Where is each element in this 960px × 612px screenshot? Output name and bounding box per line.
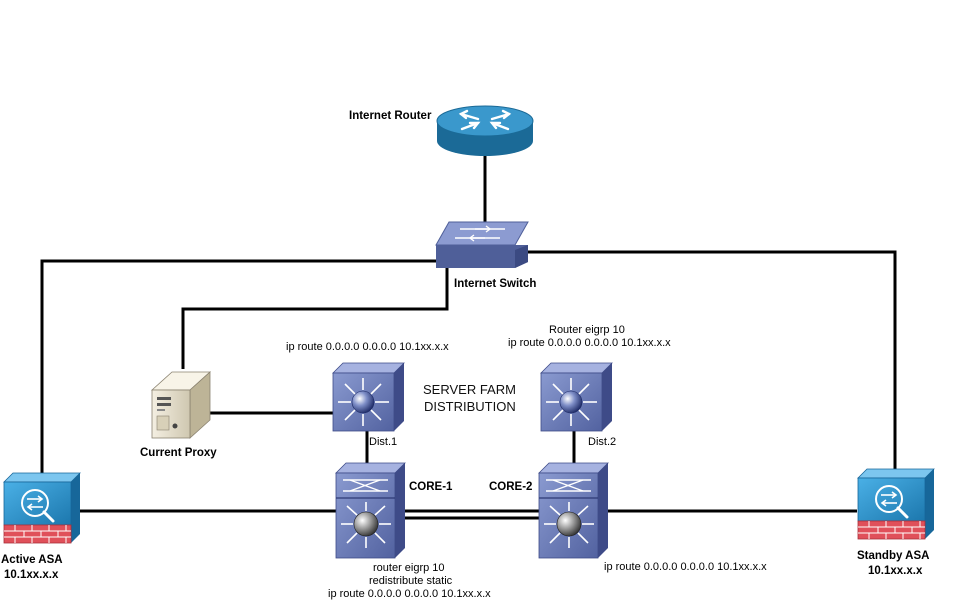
links: [40, 156, 897, 520]
core1-redistribute-note: redistribute static: [369, 575, 453, 587]
link-switch-standby-asa: [528, 250, 897, 470]
dist2-eigrp-note: Router eigrp 10: [549, 324, 625, 336]
server-farm-title-line2: DISTRIBUTION: [424, 399, 516, 414]
dist1-label: Dist.1: [369, 436, 397, 448]
link-switch-proxy: [181, 268, 449, 369]
l3-switch-icon-dist2[interactable]: [540, 362, 613, 432]
asa-firewall-icon-standby[interactable]: [857, 468, 935, 540]
active-asa-ip: 10.1xx.x.x: [4, 569, 59, 581]
link-switch-active-asa: [40, 259, 436, 477]
server-farm-title-line1: SERVER FARM: [423, 382, 516, 397]
dist2-route-note: ip route 0.0.0.0 0.0.0.0 10.1xx.x.x: [508, 337, 671, 349]
asa-firewall-icon-active[interactable]: [3, 472, 81, 544]
standby-asa-label: Standby ASA: [857, 550, 929, 562]
core-switch-icon-core1[interactable]: [335, 462, 406, 559]
core1-eigrp-note: router eigrp 10: [373, 562, 445, 574]
l3-switch-icon-dist1[interactable]: [332, 362, 405, 432]
core1-route-note: ip route 0.0.0.0 0.0.0.0 10.1xx.x.x: [328, 588, 491, 600]
internet-router-icon[interactable]: [436, 105, 534, 156]
server-icon[interactable]: [150, 371, 212, 439]
active-asa-label: Active ASA: [1, 554, 63, 566]
core2-label: CORE-2: [489, 481, 532, 493]
core2-route-note: ip route 0.0.0.0 0.0.0.0 10.1xx.x.x: [604, 561, 767, 573]
core1-label: CORE-1: [409, 481, 453, 493]
internet-switch-icon[interactable]: [435, 221, 529, 268]
dist1-route-note: ip route 0.0.0.0 0.0.0.0 10.1xx.x.x: [286, 341, 449, 353]
internet-switch-label: Internet Switch: [454, 278, 536, 290]
core-switch-icon-core2[interactable]: [538, 462, 609, 559]
dist2-label: Dist.2: [588, 436, 616, 448]
internet-router-label: Internet Router: [349, 110, 432, 122]
standby-asa-ip: 10.1xx.x.x: [868, 565, 923, 577]
current-proxy-label: Current Proxy: [140, 447, 217, 459]
